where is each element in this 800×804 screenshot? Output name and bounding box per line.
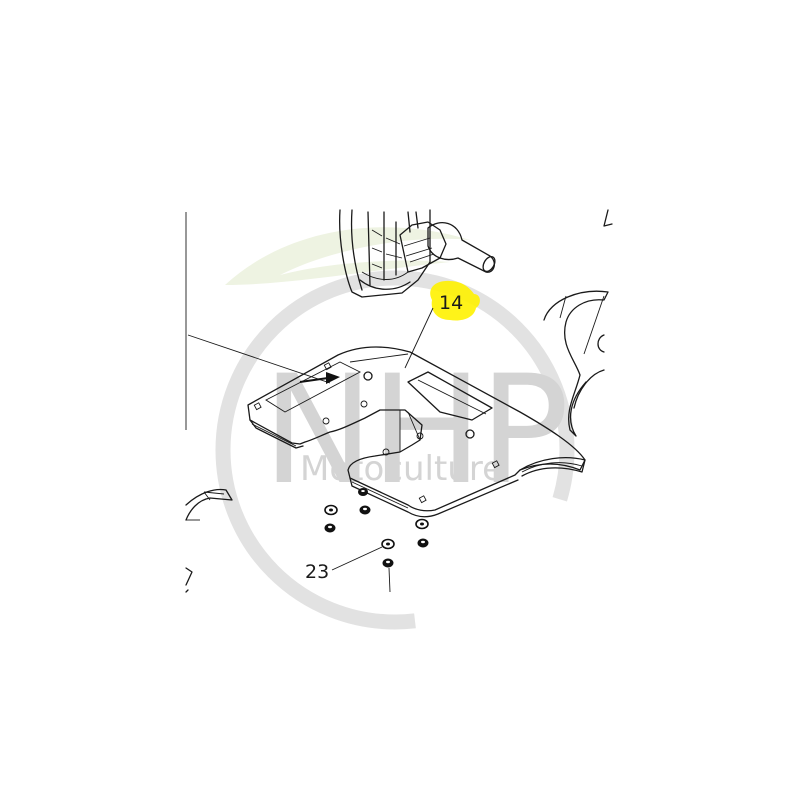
callout-23-label: 23 [305,561,329,583]
callout-14-highlight [430,280,480,321]
callout-14[interactable]: 14 [404,280,480,369]
nut [324,523,336,533]
nut [382,558,394,568]
gearbox-assembly [339,209,496,298]
washer [381,538,395,550]
tine-left [185,488,233,593]
nut [358,488,368,496]
washer [415,518,429,530]
nut [359,505,371,515]
callout-23[interactable]: 23 [305,546,383,583]
watermark-leaf-icon [225,227,470,285]
watermark: NHP Motoculture [215,227,575,630]
washer [324,504,338,516]
left-frame [185,212,331,430]
watermark-subtitle: Motoculture [300,449,503,489]
cover-plate [247,346,586,518]
callout-14-label: 14 [439,292,463,314]
nut [417,538,429,548]
tine-right [543,209,613,437]
watermark-brand: NHP [262,344,565,518]
washers-and-nuts [324,488,429,593]
